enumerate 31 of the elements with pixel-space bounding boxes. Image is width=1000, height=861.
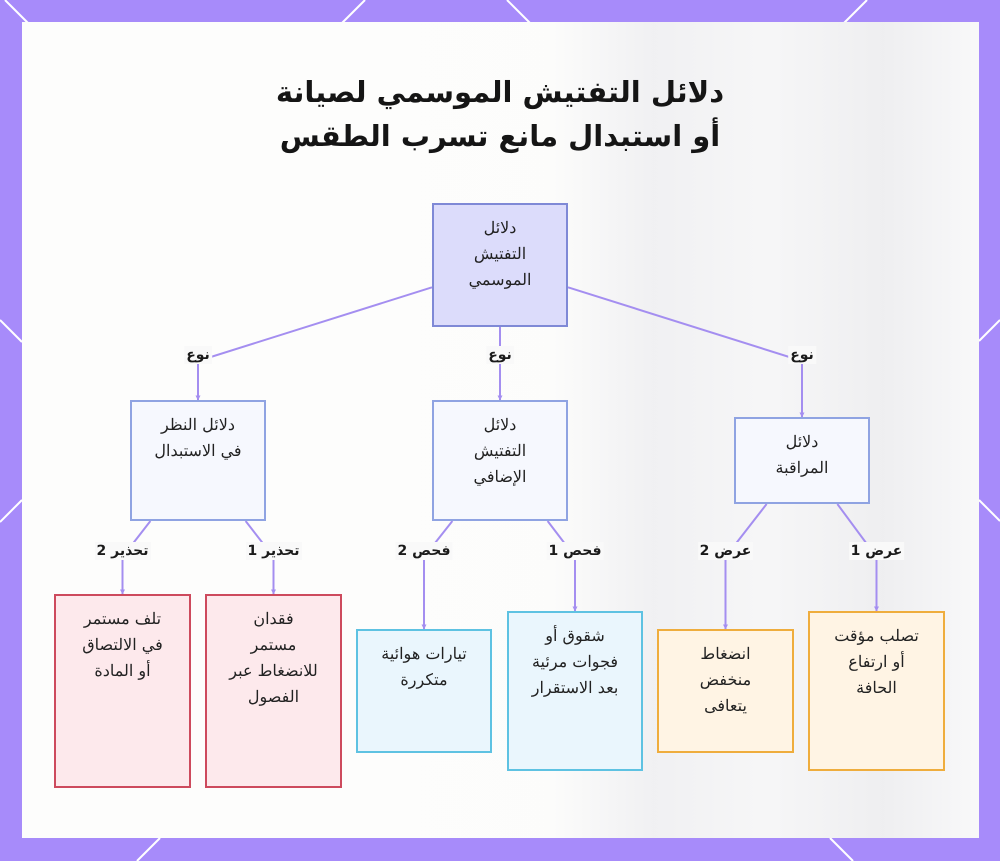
edge-label: عرض 2	[698, 542, 754, 560]
node-text: دلائل المراقبة	[774, 431, 830, 479]
node-text: تصلب مؤقت أو ارتفاع الحافة	[833, 625, 920, 699]
node-text: تيارات هوائية متكررة	[380, 643, 468, 691]
topic-box	[432, 203, 568, 327]
category-box	[734, 417, 870, 504]
edge-label: عرض 1	[848, 542, 904, 560]
indicator-box	[507, 611, 643, 771]
edge-label: نوع	[788, 346, 816, 364]
category-box	[432, 400, 568, 521]
indicator-box	[356, 629, 492, 753]
category-box	[130, 400, 266, 521]
edge-label: تحذير 1	[245, 542, 302, 560]
node-text: شقوق أو فجوات مرئية بعد الاستقرار	[530, 624, 620, 699]
indicator-box	[205, 594, 342, 788]
node-text: تلف مستمر في الالتصاق أو المادة	[81, 608, 164, 682]
edge-label: فحص 2	[396, 542, 452, 560]
connector-arrow	[568, 286, 804, 418]
node-text: دلائل التفتيش الإضافي	[472, 414, 528, 488]
edge-label: نوع	[184, 346, 212, 364]
node-text: دلائل النظر في الاستبدال	[153, 414, 243, 462]
node-text: فقدان مستمر للانضغاط عبر الفصول	[228, 608, 318, 708]
node-text: دلائل التفتيش الموسمي	[468, 217, 532, 291]
connector-arrow	[196, 286, 432, 400]
edge-label: تحذير 2	[94, 542, 151, 560]
indicator-box	[657, 629, 794, 753]
title: دلائل التفتيش الموسمي لصيانة أو استبدال مانع تسرب الطقس	[274, 74, 726, 156]
node-text: انضغاط منخفض يتعافى	[698, 643, 752, 717]
indicator-box	[808, 611, 945, 771]
indicator-box	[54, 594, 191, 788]
edge-label: نوع	[486, 346, 514, 364]
